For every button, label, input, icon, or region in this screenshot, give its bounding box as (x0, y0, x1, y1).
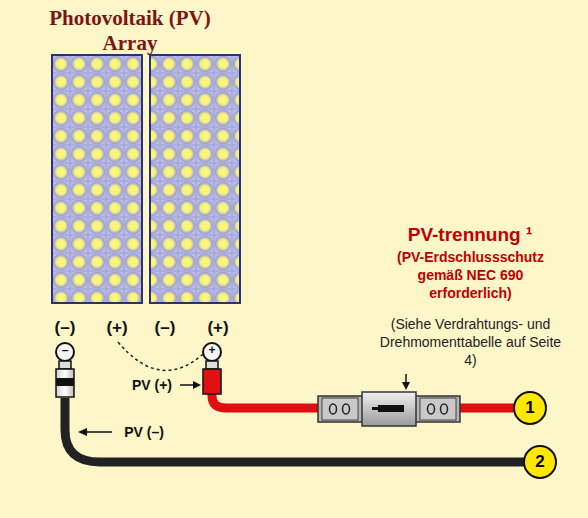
leader-arrow (193, 381, 201, 389)
lug-barrel (59, 361, 71, 369)
pv-panel (150, 55, 240, 303)
disconnect-slot (378, 405, 404, 412)
polarity-label: (+) (207, 317, 228, 339)
lug-insulator (56, 369, 74, 397)
terminal-symbol: – (62, 343, 69, 359)
lug-insulator (203, 369, 221, 394)
terminal-symbol: + (208, 343, 215, 359)
lug-barrel (206, 361, 218, 369)
ring-terminal (203, 343, 221, 361)
callout-number: 2 (535, 452, 544, 472)
positive-wire (212, 390, 320, 408)
polarity-label: (–) (55, 317, 76, 339)
disconnect-cap (420, 398, 456, 420)
polarity-label: (–) (155, 317, 176, 339)
disconnect-cap (322, 398, 358, 420)
callout-circle: 1 (513, 391, 547, 425)
lug-band (56, 378, 74, 386)
wire-label: PV (–) (124, 423, 164, 441)
wire-label: PV (+) (132, 376, 172, 394)
disconnect-slot (372, 407, 380, 410)
series-jumper (118, 342, 203, 370)
disconnect-title: PV-trennung ¹ (360, 223, 580, 248)
disconnect-body (362, 392, 416, 426)
leader-arrow (402, 382, 410, 390)
callout-number: 1 (525, 398, 534, 418)
polarity-label: (+) (106, 317, 127, 339)
callout-circle: 2 (523, 445, 557, 479)
requirement-note: (PV-Erdschlussschutz gemäß NEC 690 erfor… (378, 248, 563, 303)
leader-arrow (78, 428, 87, 436)
reference-note: (Siehe Verdrahtungs- und Drehmomenttabel… (378, 315, 563, 370)
positive-wire (458, 404, 514, 413)
pv-panel (52, 55, 142, 303)
ring-terminal (56, 343, 74, 361)
diagram-title: Photovoltaik (PV) Array (20, 6, 240, 56)
leader-arrow (84, 431, 112, 433)
